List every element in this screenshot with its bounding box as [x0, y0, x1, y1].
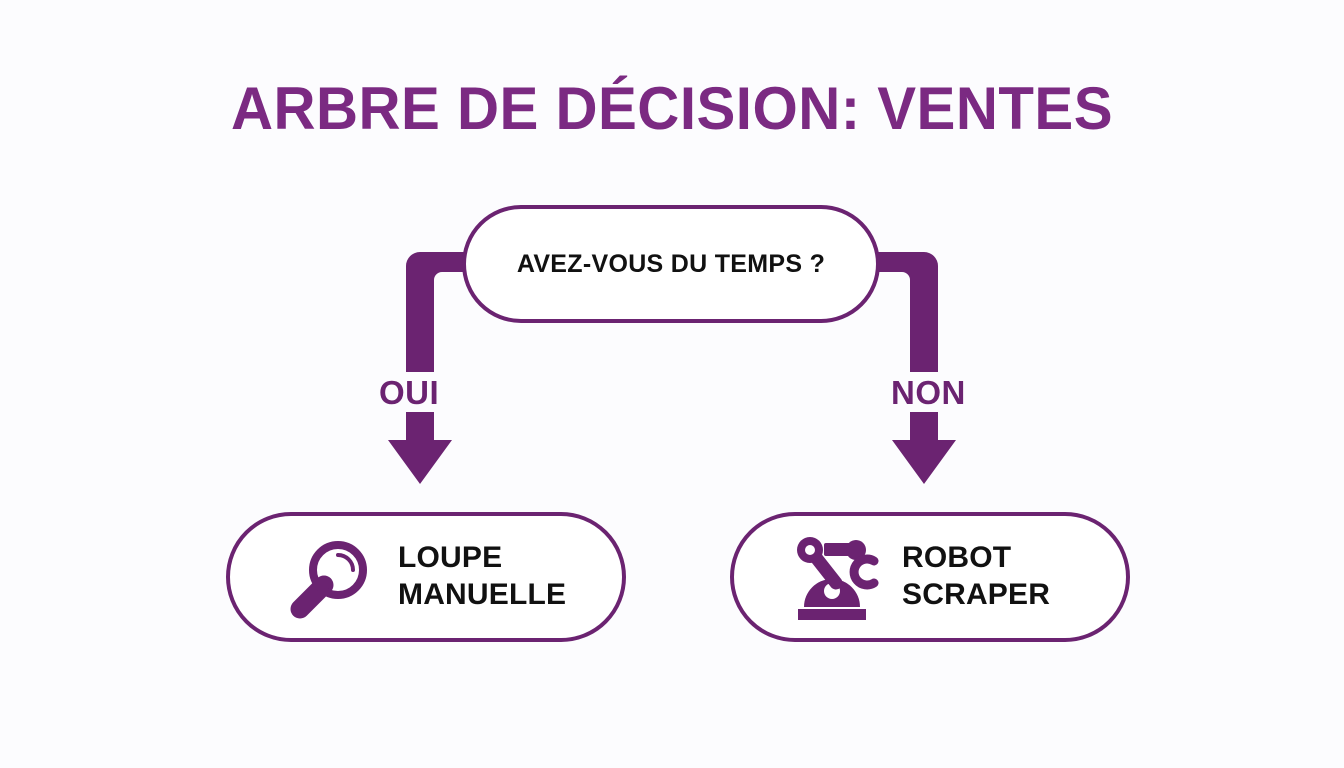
outcome-label-line1: ROBOT	[902, 541, 1012, 575]
branch-label-no: NON	[891, 374, 966, 411]
outcome-label-line2: MANUELLE	[398, 578, 567, 611]
decision-node[interactable]: AVEZ-VOUS DU TEMPS ?	[462, 205, 880, 323]
outcome-label-line1: LOUPE	[398, 541, 503, 575]
page-title: ARBRE DE DÉCISION: VENTES	[230, 75, 1114, 142]
outcome-node-loupe-manuelle[interactable]: LOUPE MANUELLE	[226, 512, 626, 642]
outcome-label-robot-scraper: ROBOT SCRAPER	[902, 540, 1050, 613]
arrow-down-left-icon	[388, 412, 452, 484]
arrow-down-right-icon	[892, 412, 956, 484]
branch-label-yes: OUI	[379, 374, 440, 411]
outcome-node-robot-scraper[interactable]: ROBOT SCRAPER	[730, 512, 1130, 642]
outcome-label-loupe-manuelle: LOUPE MANUELLE	[398, 540, 566, 613]
connector-elbow-right	[839, 252, 938, 372]
decision-node-label: AVEZ-VOUS DU TEMPS ?	[516, 249, 826, 278]
connector-elbow-left	[406, 252, 505, 372]
outcome-label-line2: SCRAPER	[902, 578, 1051, 611]
magnifier-icon	[276, 527, 380, 627]
robot-arm-icon	[780, 527, 884, 627]
